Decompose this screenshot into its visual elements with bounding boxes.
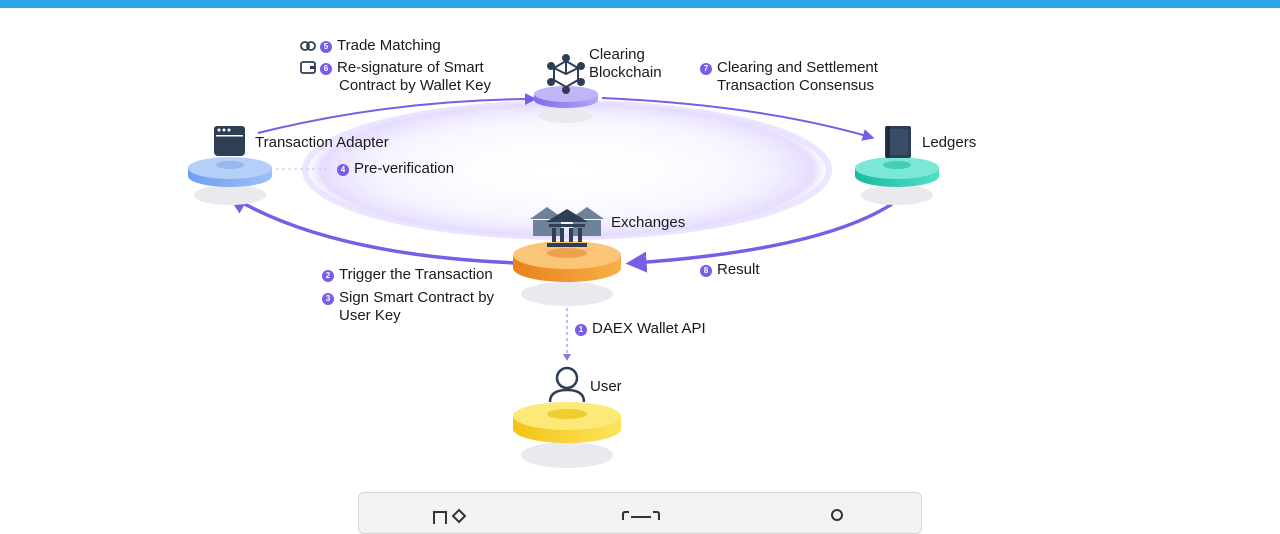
shapes-icon[interactable]: [433, 508, 471, 524]
step-2: 2 Trigger the Transaction: [322, 266, 493, 284]
center-glow: [299, 98, 835, 242]
top-accent-bar: [0, 0, 1280, 8]
step-1-badge: 1: [575, 324, 587, 336]
clearing-label: Clearing Blockchain: [589, 46, 662, 82]
step-8-badge: 8: [700, 265, 712, 277]
arrow-adapter-to-clearing: [257, 93, 537, 134]
arrow-exchanges-to-adapter: [226, 193, 517, 265]
diagram-stage: Clearing Blockchain Transaction Adapter …: [188, 37, 977, 534]
step-6-line2: Contract by Wallet Key: [339, 77, 491, 94]
ledgers-label: Ledgers: [922, 134, 977, 151]
user-label: User: [590, 378, 622, 395]
step-7-line2: Transaction Consensus: [717, 77, 875, 94]
step-3-line2: User Key: [339, 307, 401, 324]
step-6-badge: 6: [320, 63, 332, 75]
step-5-badge: 5: [320, 41, 332, 53]
step-4-badge: 4: [337, 164, 349, 176]
step-2-badge: 2: [322, 270, 334, 282]
step-5: 5 Trade Matching: [300, 37, 441, 55]
link-icon: [300, 41, 316, 51]
user-icon: [548, 366, 586, 403]
bottom-toolbar: [358, 492, 922, 534]
step-8-text: Result: [717, 261, 760, 278]
step-3: 3 Sign Smart Contract by User Key: [322, 289, 494, 325]
adapter-platform: [188, 157, 272, 205]
step-4-text: Pre-verification: [354, 160, 455, 177]
step-1: 1 DAEX Wallet API: [575, 320, 706, 338]
exchanges-platform: [513, 241, 621, 306]
arrow-clearing-to-ledgers: [601, 97, 875, 141]
frame-icon[interactable]: [621, 510, 661, 522]
person-pin-icon[interactable]: [829, 509, 845, 523]
step-5-text: Trade Matching: [337, 37, 441, 54]
step-8: 8 Result: [700, 261, 760, 279]
step-4: 4 Pre-verification: [337, 160, 454, 178]
step-1-text: DAEX Wallet API: [592, 320, 706, 337]
book-icon: [885, 126, 911, 158]
step-7-line1: Clearing and Settlement: [717, 59, 878, 76]
bank-icon: [530, 207, 604, 247]
ledgers-platform: [855, 157, 939, 205]
user-platform: [513, 402, 621, 468]
step-3-line1: Sign Smart Contract by: [339, 289, 495, 306]
clearing-label-line2: Blockchain: [589, 64, 662, 81]
exchanges-label: Exchanges: [611, 214, 686, 231]
step-7: 7 Clearing and Settlement Transaction Con…: [700, 59, 878, 95]
step-3-badge: 3: [322, 293, 334, 305]
arrow-ledgers-to-exchanges: [625, 202, 893, 273]
adapter-label: Transaction Adapter: [255, 134, 389, 151]
browser-window-icon: [214, 126, 245, 156]
step-7-badge: 7: [700, 63, 712, 75]
step-6-line1: Re-signature of Smart: [337, 59, 484, 76]
step-6: 6 Re-signature of Smart Contract by Walle…: [300, 59, 491, 95]
flow-diagram: [188, 54, 939, 468]
clearing-label-line1: Clearing: [589, 46, 645, 63]
step-2-text: Trigger the Transaction: [339, 266, 493, 283]
blockchain-cube-icon: [547, 54, 585, 94]
wallet-icon: [300, 61, 316, 74]
